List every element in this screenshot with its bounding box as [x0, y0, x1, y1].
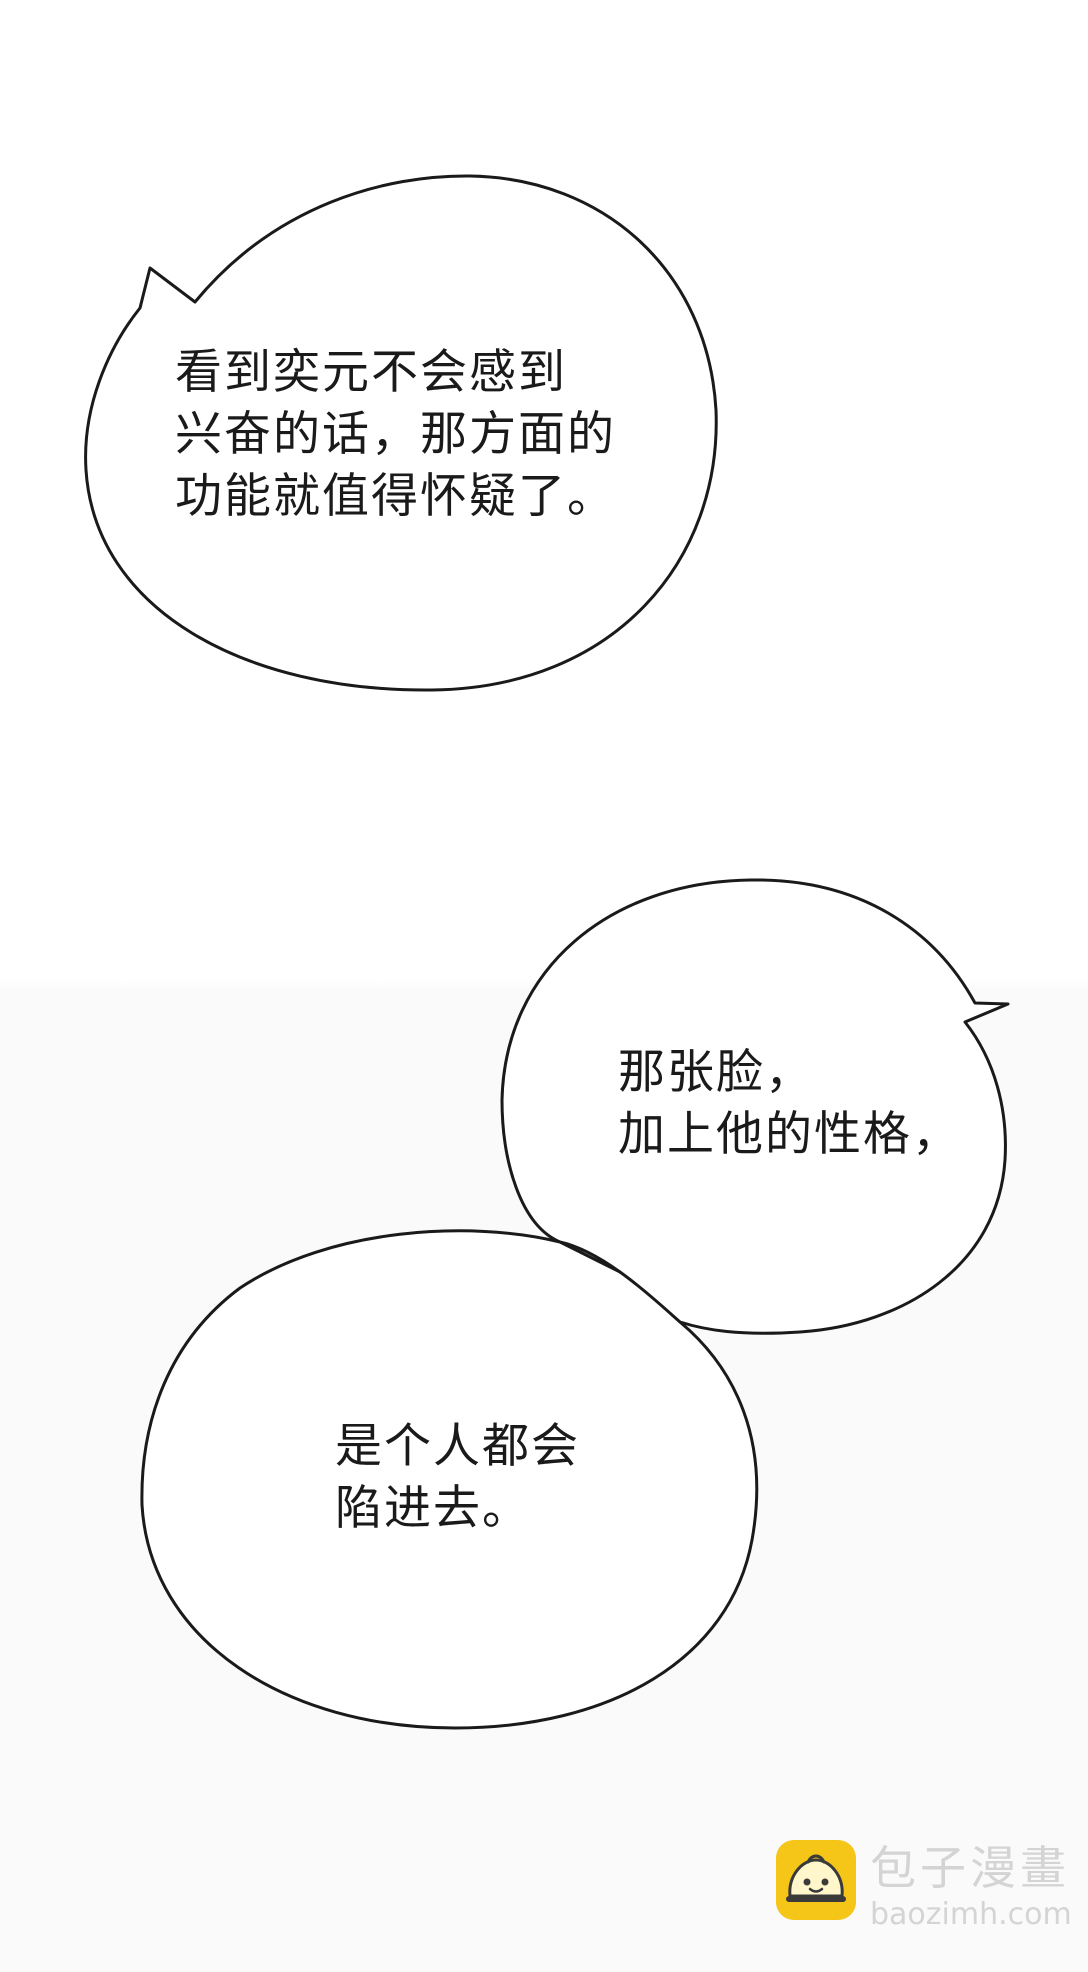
speech-bubble-2-text: 那张脸， 加上他的性格，	[618, 1042, 961, 1166]
steamed-bun-icon	[776, 1840, 856, 1920]
bubble-3-line-1: 是个人都会	[335, 1419, 580, 1474]
bubble-1-line-2: 兴奋的话，那方面的	[175, 407, 616, 462]
bubble-2-line-2: 加上他的性格，	[618, 1107, 961, 1162]
bubble-3-line-2: 陷进去。	[335, 1481, 531, 1536]
site-watermark: 包子漫畫 baozimh.com	[774, 1836, 1074, 1956]
speech-bubble-3	[140, 1229, 759, 1730]
speech-bubble-3-text: 是个人都会 陷进去。	[335, 1416, 580, 1540]
watermark-site-name: 包子漫畫	[870, 1841, 1070, 1895]
bubble-1-line-3: 功能就值得怀疑了。	[175, 469, 616, 524]
speech-bubble-1-text: 看到奕元不会感到 兴奋的话，那方面的 功能就值得怀疑了。	[175, 342, 616, 528]
bubble-1-line-1: 看到奕元不会感到	[175, 345, 567, 400]
speech-bubble-1	[84, 174, 718, 692]
bubble-2-line-1: 那张脸，	[618, 1045, 814, 1100]
speech-bubble-2	[500, 878, 1010, 1335]
watermark-site-url: baozimh.com	[870, 1897, 1072, 1932]
